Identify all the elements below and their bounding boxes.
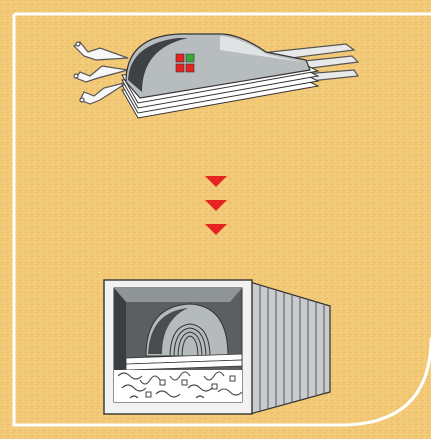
down-arrow-icon — [205, 224, 227, 235]
down-arrow-icon — [205, 176, 227, 187]
device-packed-in-shipping-container-icon — [103, 279, 331, 415]
white-frame — [12, 12, 431, 427]
brand-logo-icon — [175, 53, 195, 73]
hardware-device-with-cables-icon — [73, 33, 360, 119]
down-arrow-icon — [205, 200, 227, 211]
